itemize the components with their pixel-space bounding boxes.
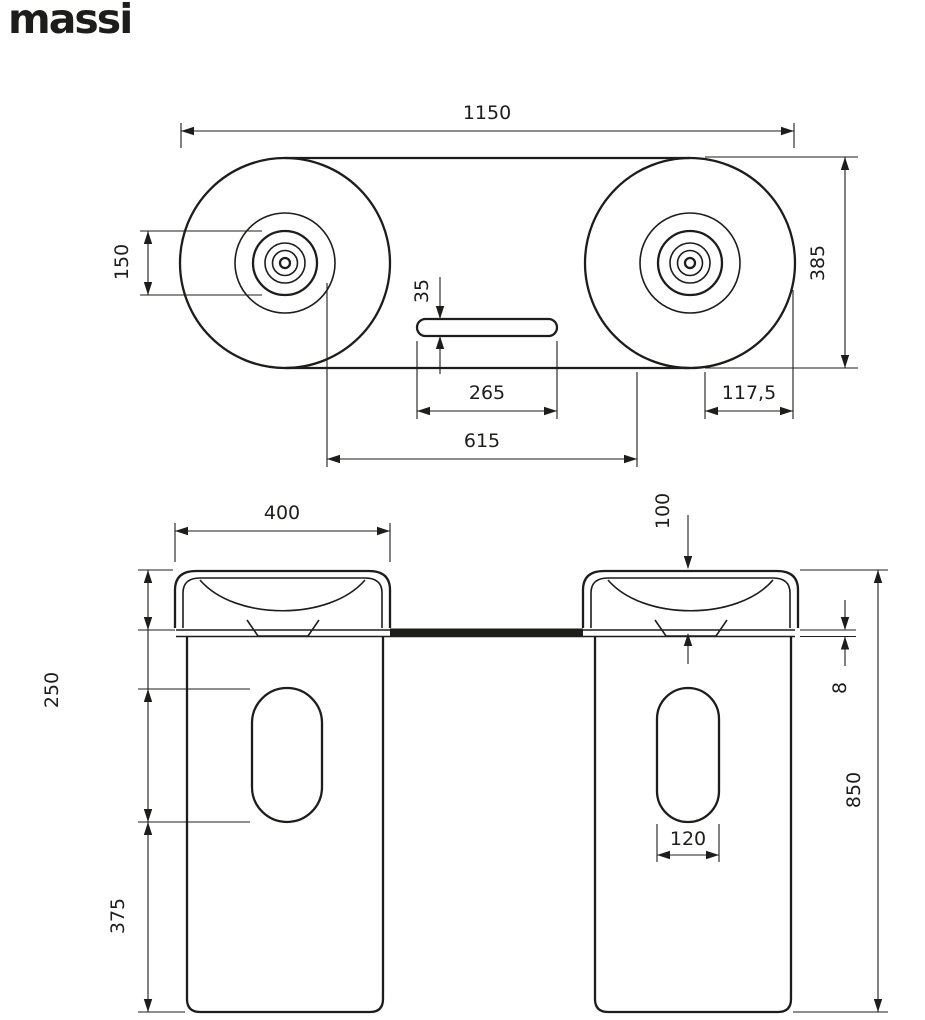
right-drain-ring-mid [669, 242, 711, 284]
dim-label-base-height: 375 [107, 898, 129, 934]
left-drain-ring-inner [271, 249, 299, 277]
dim-left-chain: 250 375 [41, 569, 250, 1013]
left-drain-ring-outer [251, 229, 319, 297]
arrow-up [683, 633, 693, 646]
right-drain-center [683, 256, 697, 270]
dim-cutout-width: 120 [656, 824, 720, 862]
arrow-left [705, 406, 718, 416]
arrow-up [873, 570, 883, 583]
left-basin-inner-wall [182, 577, 383, 628]
front-view: 400 100 250 375 [41, 493, 888, 1014]
dim-total-depth: 385 [705, 156, 858, 369]
arrow-down [143, 617, 153, 630]
arrow-up [840, 157, 850, 170]
right-basin-outline [581, 569, 800, 628]
arrow-up [435, 336, 445, 349]
arrow-right [706, 850, 719, 860]
dim-basin-width: 400 [174, 502, 391, 562]
arrow-down [143, 809, 153, 822]
arrow-down [435, 306, 445, 319]
arrow-down [143, 282, 153, 295]
dim-drain-assembly: 150 [111, 230, 262, 296]
left-basin-drain [246, 619, 320, 637]
arrow-right [544, 406, 557, 416]
dim-label-counter-thickness: 8 [829, 682, 851, 694]
arrow-down [840, 355, 850, 368]
dim-label-basin-spacing: 615 [464, 430, 500, 452]
dim-label-slot-depth: 35 [411, 279, 433, 303]
left-drain-ring-mid [264, 242, 306, 284]
dim-basin-spacing: 615 [326, 283, 638, 467]
left-bowl-outline [178, 156, 392, 370]
right-pedestal-cutout [655, 686, 721, 824]
arrow-up [143, 231, 153, 244]
arrow-up [840, 636, 850, 650]
dim-label-total-width: 1150 [463, 102, 511, 124]
dim-label-cutout-width: 120 [670, 828, 706, 850]
arrow-left [175, 526, 188, 536]
brand-logo: massi [8, 0, 131, 43]
arrow-left [327, 454, 340, 464]
dim-label-basin-width: 400 [264, 502, 300, 524]
dim-label-cutout-height: 250 [41, 672, 63, 708]
left-pedestal-outline [185, 636, 385, 1014]
arrow-left [657, 850, 670, 860]
dim-counter-thickness: 8 [800, 600, 856, 694]
arrow-right [781, 126, 794, 136]
dim-label-total-height: 850 [843, 772, 865, 808]
left-drain-center [278, 256, 292, 270]
arrow-down [143, 999, 153, 1012]
arrow-up [143, 570, 153, 583]
dim-total-width: 1150 [180, 102, 795, 148]
arrow-up [143, 822, 153, 835]
counter-bridge [390, 628, 583, 637]
left-basin-outline [173, 569, 392, 628]
right-basin-drain [654, 619, 728, 637]
left-pedestal-cutout [250, 686, 324, 824]
dim-label-basin-height: 100 [652, 493, 674, 529]
right-drain-ring-outer [656, 229, 724, 297]
arrow-up [143, 689, 153, 702]
dim-slot-depth: 35 [411, 277, 445, 374]
arrow-left [417, 406, 430, 416]
dim-right-edge-offset: 117,5 [704, 290, 794, 419]
arrow-right [624, 454, 637, 464]
right-bowl-outline [583, 156, 797, 370]
top-view: 1150 385 150 35 [111, 102, 858, 467]
right-basin-inner-wall [590, 577, 791, 628]
left-basin-interior-curve [199, 579, 366, 612]
arrow-right [377, 526, 390, 536]
dim-label-right-edge-offset: 117,5 [722, 382, 776, 404]
dim-label-drain-assembly: 150 [111, 244, 133, 280]
left-bowl-inner-rim [234, 212, 336, 314]
arrow-left [181, 126, 194, 136]
right-drain-ring-inner [676, 249, 704, 277]
dim-basin-height: 100 [652, 493, 693, 664]
dim-slot-width: 265 [416, 341, 558, 419]
dim-label-slot-width: 265 [469, 382, 505, 404]
dim-total-height: 850 [793, 569, 888, 1013]
right-bowl-inner-rim [639, 212, 741, 314]
arrow-right [780, 406, 793, 416]
towel-slot [415, 317, 559, 338]
right-basin-interior-curve [607, 579, 774, 612]
right-pedestal-outline [593, 636, 793, 1014]
arrow-down [683, 556, 693, 569]
dim-label-total-depth: 385 [807, 245, 829, 281]
arrow-down [840, 617, 850, 630]
arrow-down [873, 999, 883, 1012]
